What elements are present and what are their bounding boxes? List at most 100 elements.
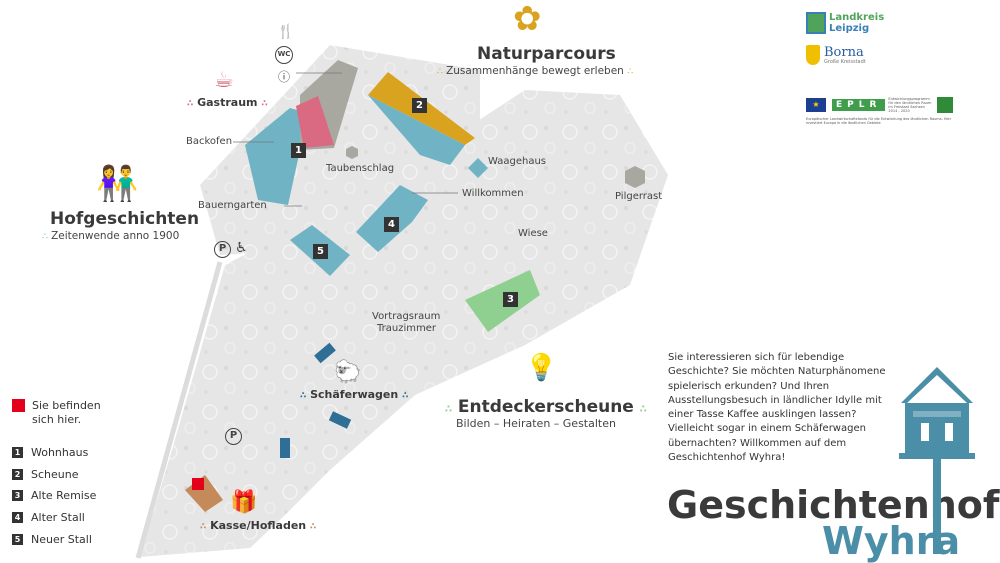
building-waagehaus	[468, 158, 488, 178]
bullet-icon: ∴	[627, 67, 633, 77]
legend-num: 4	[12, 512, 23, 523]
legend-label: Alter Stall	[31, 511, 85, 524]
leader-logo-icon	[937, 97, 954, 113]
you-are-here-marker	[192, 478, 204, 490]
legend-label: Scheune	[31, 468, 79, 481]
label-taubenschlag: Taubenschlag	[326, 163, 395, 174]
bullet-icon: ∴	[437, 67, 443, 77]
hofgeschichten-subtitle-row: ∴ Zeitenwende anno 1900	[42, 230, 179, 242]
building-wohnhaus	[245, 108, 318, 205]
gastraum-title: Gastraum	[197, 96, 258, 109]
label-bauerngarten: Bauerngarten	[198, 200, 267, 211]
parking-icon: P	[214, 241, 231, 258]
bullet-icon: ∴	[200, 522, 207, 532]
naturparcours-subtitle-row: ∴ Zusammenhänge bewegt erleben ∴	[437, 65, 633, 77]
label-pilgerrast: Pilgerrast	[615, 191, 663, 202]
label-backofen: Backofen	[186, 136, 233, 147]
teapot-icon: ☕	[214, 68, 234, 93]
farmer-couple-icon: 👫	[96, 164, 139, 204]
borna-name: Borna	[824, 44, 864, 60]
legend-item: 3 Alte Remise	[12, 489, 96, 502]
landkreis-logo: Landkreis Leipzig	[806, 12, 884, 34]
legend-label: Neuer Stall	[31, 533, 92, 546]
bullet-icon: ∴	[445, 404, 452, 415]
borna-tag: Große Kreisstadt	[824, 58, 866, 65]
borna-crest-icon	[806, 45, 820, 65]
eplr-footer: Europäischer Landwirtschaftsfonds für di…	[806, 117, 952, 125]
hofgeschichten-title: Hofgeschichten	[50, 209, 200, 229]
shepherd-wagon	[280, 438, 290, 458]
gastraum-title-row: ∴ Gastraum ∴	[187, 96, 268, 109]
parking-icon: P	[225, 428, 242, 445]
you-are-here-label: Sie befinden sich hier.	[32, 399, 101, 426]
schaeferwagen-title: Schäferwagen	[310, 388, 399, 401]
building-number: 4	[384, 217, 399, 232]
bullet-icon: ∴	[309, 522, 317, 532]
you-are-here-swatch	[12, 399, 25, 412]
legend-num: 2	[12, 469, 23, 480]
sheep-icon: 🐑	[334, 360, 362, 385]
legend-label: Wohnhaus	[31, 446, 89, 459]
naturparcours-title: Naturparcours	[477, 44, 616, 64]
basket-icon: 🎁	[230, 490, 258, 515]
legend-item: 2 Scheune	[12, 468, 78, 481]
kasse-title-row: ∴ Kasse/Hofladen ∴	[200, 519, 316, 532]
building-number: 1	[291, 143, 306, 158]
kasse-title: Kasse/Hofladen	[210, 519, 307, 532]
eu-flag-icon: ★	[806, 98, 826, 112]
label-trauzimmer: Trauzimmer	[377, 323, 436, 334]
label-vortragsraum: Vortragsraum	[372, 311, 441, 322]
borna-logo: Borna Große Kreisstadt	[806, 45, 866, 65]
lightbulb-icon: 💡	[525, 353, 558, 383]
taubenschlag-hex	[346, 146, 358, 159]
brand-name-line1: Geschichtenhof	[667, 483, 1000, 527]
wc-icon: WC	[275, 46, 293, 64]
bullet-icon: ∴	[402, 391, 409, 401]
entdeckerscheune-title-row: ∴ Entdeckerscheune ∴	[445, 397, 647, 417]
legend-num: 3	[12, 490, 23, 501]
bullet-icon: ∴	[187, 99, 194, 109]
road	[135, 261, 223, 559]
intro-text: Sie interessieren sich für lebendige Ges…	[668, 352, 886, 464]
legend-num: 1	[12, 447, 23, 458]
hummingbird-icon: ✿	[513, 0, 542, 39]
naturparcours-subtitle: Zusammenhänge bewegt erleben	[446, 65, 624, 77]
info-icon: ⓘ	[278, 70, 291, 84]
legend-item: 1 Wohnhaus	[12, 446, 88, 459]
shepherd-wagon	[314, 342, 336, 364]
legend-label: Alte Remise	[31, 489, 97, 502]
label-waagehaus: Waagehaus	[488, 156, 547, 167]
schaeferwagen-title-row: ∴ Schäferwagen ∴	[300, 388, 408, 401]
legend-item: 4 Alter Stall	[12, 511, 85, 524]
eplr-text: Entwicklungsprogramm für den ländlichen …	[888, 97, 932, 113]
building-pink-wing	[296, 96, 334, 148]
landkreis-line2: Leipzig	[829, 23, 870, 34]
bullet-icon: ∴	[639, 404, 647, 415]
pilgerrast-hex	[625, 166, 645, 188]
entdeckerscheune-title: Entdeckerscheune	[457, 397, 634, 417]
wheelchair-icon: ♿	[235, 240, 248, 256]
birdhouse-icon	[899, 367, 975, 554]
eplr-logo: ★ EPLR Entwicklungsprogramm für den länd…	[806, 97, 971, 125]
legend-num: 5	[12, 534, 23, 545]
bullet-icon: ∴	[261, 99, 268, 109]
landkreis-line1: Landkreis	[829, 12, 885, 23]
cutlery-icon: 🍴	[277, 24, 295, 40]
bullet-icon: ∴	[42, 232, 48, 242]
hofgeschichten-subtitle: Zeitenwende anno 1900	[51, 230, 180, 242]
building-number: 5	[313, 244, 328, 259]
eplr-letters: EPLR	[832, 99, 886, 111]
entdeckerscheune-subtitle: Bilden – Heiraten – Gestalten	[456, 417, 616, 430]
building-scheune-blue	[368, 95, 465, 165]
bullet-icon: ∴	[300, 391, 307, 401]
building-number: 2	[412, 98, 427, 113]
shepherd-wagon	[328, 411, 352, 429]
legend-item: 5 Neuer Stall	[12, 533, 92, 546]
label-willkommen: Willkommen	[462, 188, 524, 199]
building-alte-remise	[465, 270, 540, 332]
building-number: 3	[503, 292, 518, 307]
landkreis-emblem-icon	[806, 12, 826, 34]
grounds-main	[140, 90, 668, 557]
label-wiese: Wiese	[518, 228, 548, 239]
